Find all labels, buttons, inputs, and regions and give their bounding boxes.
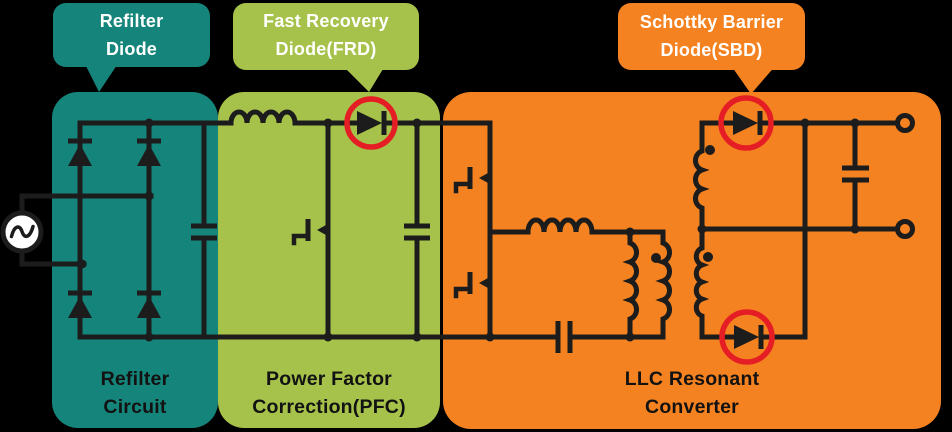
callout-line: Schottky Barrier (639, 12, 784, 32)
junction-dot (850, 118, 860, 128)
diode-icon (137, 290, 161, 318)
junction-dot (625, 332, 635, 342)
refilter-diode-callout-label: Refilter Diode (53, 7, 210, 63)
frd-callout (233, 3, 419, 92)
callout-tail (730, 64, 777, 94)
magnetizing-inductor-coil (622, 229, 640, 340)
frd-highlight-circle (344, 96, 398, 150)
section-label-line: Converter (645, 396, 739, 418)
section-label-line: Circuit (103, 396, 167, 418)
primary-coil (655, 229, 673, 340)
junction-dot (697, 224, 707, 234)
refilter-panel-bg (52, 92, 218, 428)
half-bridge-mosfet-bottom-icon (453, 272, 488, 299)
junction-dot (850, 224, 860, 234)
resonant-inductor-icon (525, 217, 595, 235)
section-label-line: Correction(PFC) (252, 396, 406, 418)
frd-callout-label: Fast Recovery Diode(FRD) (233, 7, 419, 63)
polarity-dot (651, 253, 661, 263)
junction-dot (144, 118, 154, 128)
junction-dot (485, 332, 495, 342)
callout-line: Diode(FRD) (275, 39, 377, 59)
polarity-dot (703, 252, 713, 262)
junction-dot (144, 332, 154, 342)
polarity-dot (705, 145, 715, 155)
half-bridge-mosfet-top-icon (453, 167, 488, 194)
callout-tail (341, 64, 386, 92)
refilter-capacitor-icon (191, 120, 217, 340)
bridge-rectifier (68, 138, 161, 318)
sbd-callout-label: Schottky Barrier Diode(SBD) (618, 8, 805, 64)
junction-dot (412, 118, 422, 128)
secondary-bottom-wire-2 (760, 120, 808, 340)
section-label-line: Refilter (100, 368, 170, 390)
sbd-top-highlight-circle (718, 95, 774, 151)
junction-dot (144, 191, 154, 201)
junction-dot (77, 259, 87, 269)
sbd-top-diode-icon (733, 111, 763, 135)
ac-bottom-lead (19, 247, 87, 267)
diode-icon (137, 138, 161, 166)
junction-dot (323, 118, 333, 128)
sine-wave-icon (9, 224, 35, 239)
frd-diode-icon (357, 111, 387, 135)
callout-tail (84, 62, 119, 92)
output-terminal-bottom (895, 219, 915, 239)
sbd-bottom-highlight-circle (719, 309, 775, 365)
callout-line: Fast Recovery (263, 11, 389, 31)
diode-icon (68, 138, 92, 166)
diode-icon (68, 290, 92, 318)
pfc-inductor-icon (228, 109, 298, 126)
junction-dot (625, 227, 635, 237)
refilter-circuit-label: Refilter Circuit (52, 365, 218, 421)
pfc-mosfet-icon (291, 219, 326, 246)
refilter-diode-callout (53, 3, 210, 92)
callout-line: Refilter (99, 11, 164, 31)
refilter-circuit-panel (52, 92, 218, 428)
secondary-top-coil (692, 120, 710, 232)
section-label-line: Power Factor (266, 368, 392, 390)
resonant-capacitor-icon (555, 321, 573, 353)
junction-dots (77, 118, 860, 342)
callout-line: Diode (105, 39, 157, 59)
junction-dot (800, 118, 810, 128)
ac-top-lead (19, 193, 154, 217)
output-terminal-top (895, 113, 915, 133)
junction-dot (323, 332, 333, 342)
llc-converter-label: LLC Resonant Converter (443, 365, 941, 421)
sbd-callout (618, 3, 805, 94)
secondary-bottom-coil (693, 226, 710, 340)
junction-dot (412, 332, 422, 342)
ac-source-icon (0, 193, 154, 267)
pfc-label: Power Factor Correction(PFC) (218, 365, 440, 421)
pfc-capacitor-icon (404, 120, 430, 340)
transformer-icon (622, 120, 715, 340)
output-capacitor-icon (842, 120, 869, 232)
sbd-bottom-diode-icon (734, 325, 764, 349)
section-label-line: LLC Resonant (624, 368, 760, 390)
callout-line: Diode(SBD) (660, 40, 763, 60)
